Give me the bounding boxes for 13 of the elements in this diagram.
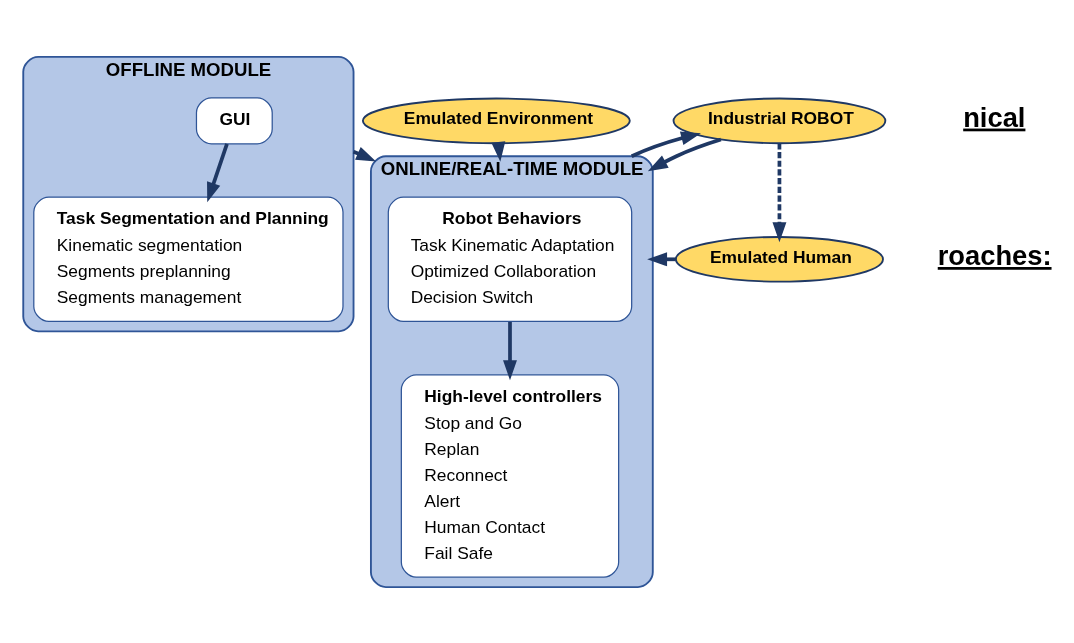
node-box: High-level controllers Stop and Go Replan Reconnect Alert Human Contact Fail Safe: [400, 373, 620, 578]
node-box: Task Segmentation and Planning Kinematic segmentation Segments preplanning Segments management: [33, 196, 344, 322]
arrow: [772, 142, 787, 242]
node-ellipse: Emulated Human: [674, 235, 884, 283]
arrow: [503, 321, 517, 380]
label: nical: [963, 101, 1026, 133]
arrow: [207, 142, 229, 202]
node-box: Robot Behaviors Task Kinematic Adaptation Optimized Collaboration Decision Switch: [387, 196, 633, 322]
arrow: [647, 251, 676, 266]
arrow: [630, 130, 701, 158]
arrow: [647, 137, 722, 171]
node-box: GUI: [195, 96, 273, 144]
label: roaches:: [937, 239, 1052, 271]
